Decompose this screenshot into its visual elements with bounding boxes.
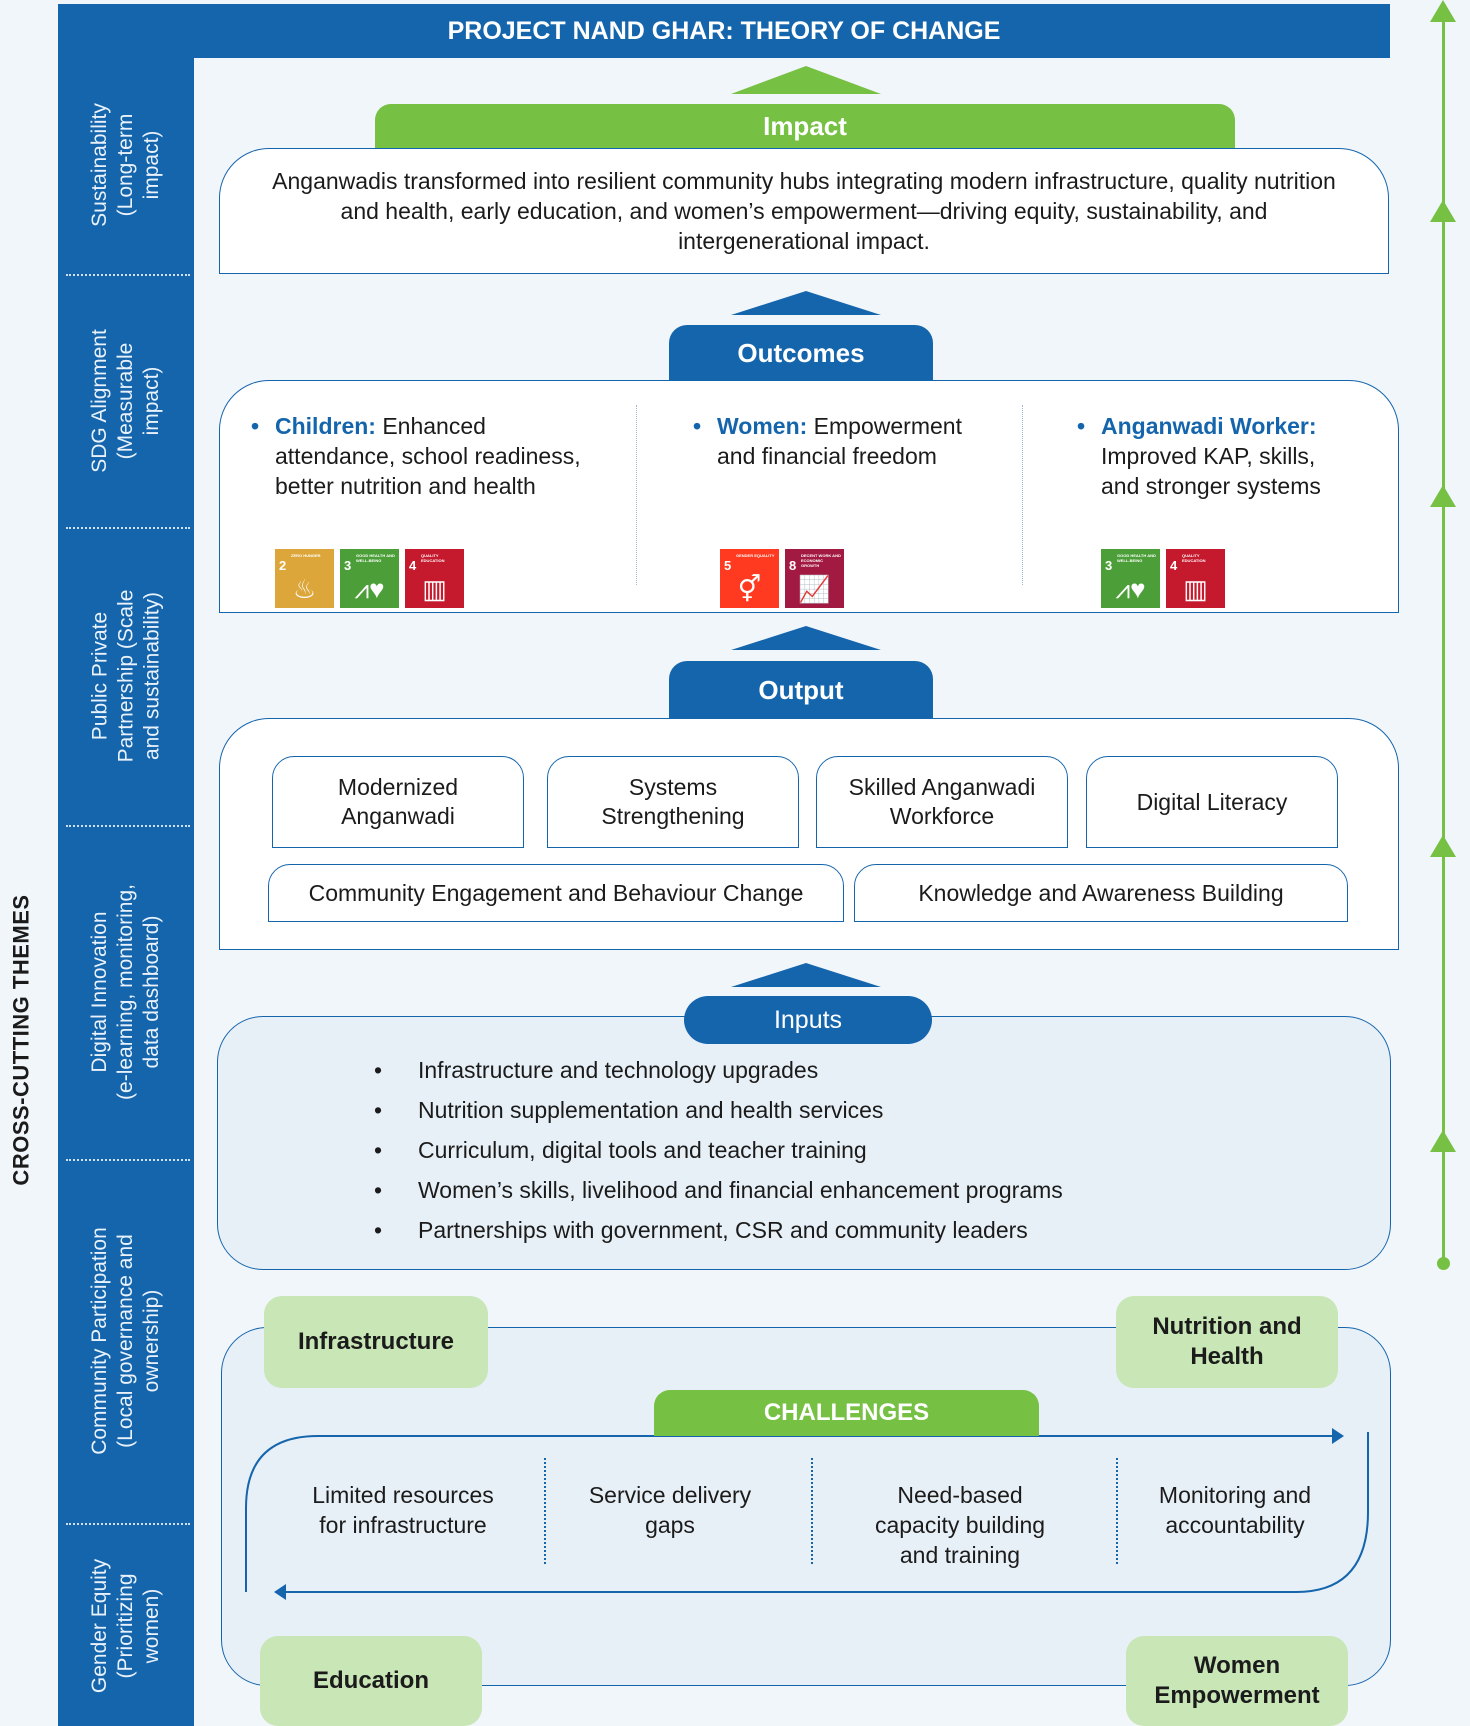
arrow-up-icon — [731, 626, 881, 650]
output-item-community-engagement: Community Engagement and Behaviour Chang… — [268, 864, 844, 922]
theme-divider — [66, 1159, 190, 1161]
arrow-up-icon — [731, 291, 881, 315]
list-item: •Women’s skills, livelihood and financia… — [374, 1177, 1063, 1203]
outcome-children: • Children: Enhanced attendance, school … — [251, 411, 635, 608]
arrow-up-icon — [1430, 835, 1456, 857]
corner-infrastructure: Infrastructure — [264, 1296, 488, 1388]
cross-cutting-themes-column — [58, 58, 194, 1726]
inputs-box: •Infrastructure and technology upgrades … — [217, 1016, 1391, 1270]
outcome-anganwadi-worker: • Anganwadi Worker: Improved KAP, skills… — [1077, 411, 1381, 608]
challenge-divider — [544, 1458, 546, 1564]
theme-divider — [66, 1523, 190, 1525]
list-item: •Partnerships with government, CSR and c… — [374, 1217, 1028, 1243]
progress-line — [1442, 10, 1445, 1262]
challenge-divider — [811, 1458, 813, 1564]
arrow-up-icon — [1430, 485, 1456, 507]
inputs-tab: Inputs — [684, 996, 932, 1044]
arrow-up-icon — [1430, 200, 1456, 222]
outcome-divider — [1022, 405, 1023, 585]
corner-education: Education — [260, 1636, 482, 1726]
challenges-tab: CHALLENGES — [654, 1390, 1039, 1436]
theme-community-participation: Community Participation(Local governance… — [88, 1227, 163, 1455]
page-title: PROJECT NAND GHAR: THEORY OF CHANGE — [58, 4, 1390, 58]
list-item: •Curriculum, digital tools and teacher t… — [374, 1137, 867, 1163]
challenges-cycle-arrow — [245, 1428, 1369, 1600]
theme-divider — [66, 825, 190, 827]
outcomes-box: • Children: Enhanced attendance, school … — [219, 380, 1399, 613]
theme-digital-innovation: Digital Innovation(e-learning, monitorin… — [88, 884, 163, 1100]
cross-cutting-label: CROSS-CUTTING THEMES — [9, 894, 34, 1186]
output-tab: Output — [669, 661, 933, 719]
arrow-up-icon — [731, 66, 881, 94]
outcome-divider — [636, 405, 637, 585]
outcomes-tab: Outcomes — [669, 325, 933, 381]
challenge-divider — [1116, 1458, 1118, 1564]
arrow-up-icon — [1430, 1130, 1456, 1152]
output-item-knowledge-awareness: Knowledge and Awareness Building — [854, 864, 1348, 922]
outcome-women: • Women: Empowerment and financial freed… — [693, 411, 1017, 608]
output-item-digital-literacy: Digital Literacy — [1086, 756, 1338, 848]
list-item: •Infrastructure and technology upgrades — [374, 1057, 819, 1083]
line-end-dot — [1437, 1257, 1450, 1270]
impact-box: Anganwadis transformed into resilient co… — [219, 148, 1389, 274]
impact-tab: Impact — [375, 104, 1235, 148]
inputs-list: •Infrastructure and technology upgrades … — [374, 1055, 1063, 1255]
theme-divider — [66, 274, 190, 276]
arrow-up-icon — [731, 963, 881, 987]
arrow-up-icon — [1430, 0, 1456, 22]
theme-divider — [66, 527, 190, 529]
list-item: •Nutrition supplementation and health se… — [374, 1097, 884, 1123]
